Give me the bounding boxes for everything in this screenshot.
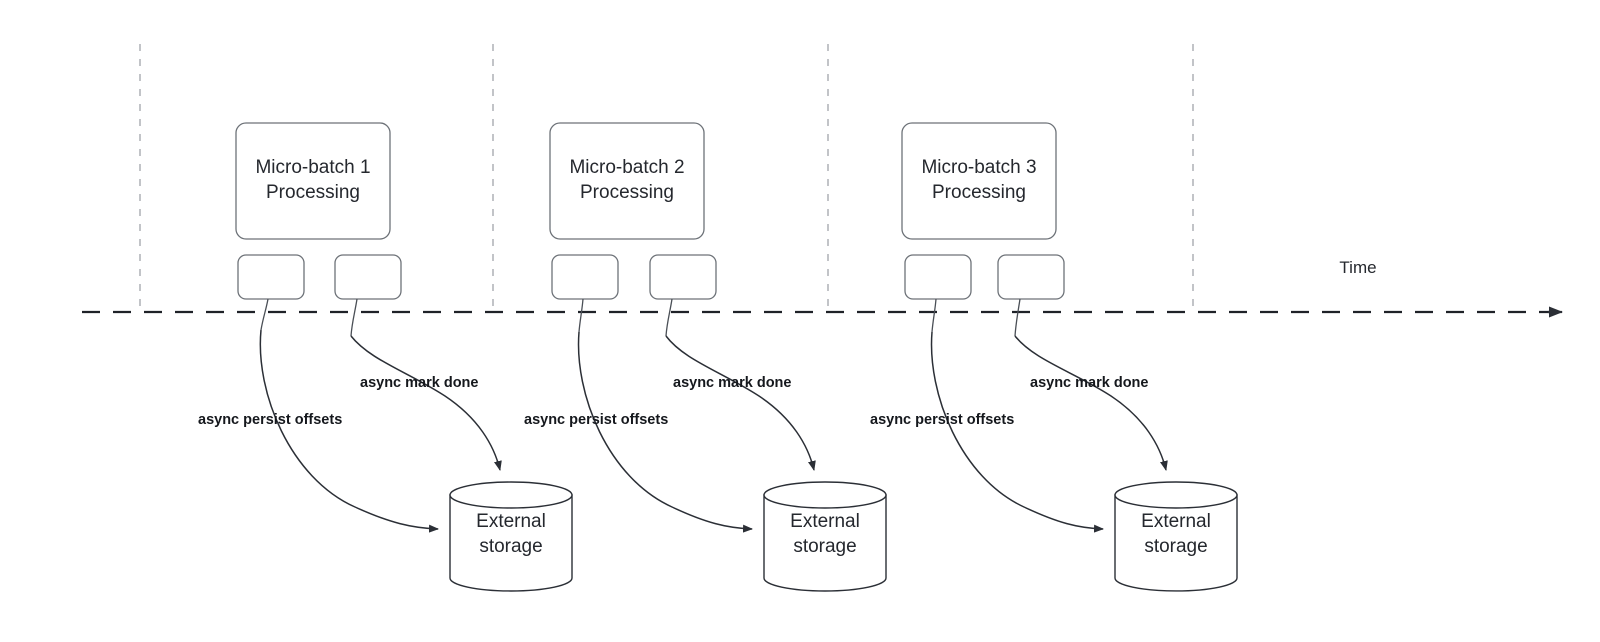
micro-batch-3-box[interactable] — [901, 122, 1057, 240]
micro-batch-3-task-a-box[interactable] — [904, 254, 972, 300]
external-storage-3-label-line1: External — [1141, 511, 1211, 532]
time-axis: Time — [82, 258, 1563, 318]
external-storage-3-body — [1114, 494, 1238, 592]
micro-batch-2-label-line1: Micro-batch 2 — [569, 157, 684, 178]
external-storage-2[interactable]: External storage — [763, 481, 887, 592]
async-mark-done-label-2: async mark done — [673, 375, 791, 391]
micro-batch-3-task-b-box[interactable] — [997, 254, 1065, 300]
micro-batch-1-box[interactable] — [235, 122, 391, 240]
micro-batch-2-task-b-box[interactable] — [649, 254, 717, 300]
async-persist-offsets-flow-3 — [930, 331, 1104, 533]
async-mark-done-flow-1 — [350, 335, 502, 471]
time-axis-label: Time — [1339, 258, 1376, 277]
micro-batch-1-task-a-stub — [260, 298, 269, 331]
async-mark-done-label-1: async mark done — [360, 375, 478, 391]
micro-batch-3-label-line1: Micro-batch 3 — [921, 157, 1036, 178]
micro-batch-3-task-b-stub — [1014, 298, 1021, 337]
async-persist-offsets-label-3: async persist offsets — [870, 412, 1014, 428]
external-storage-1-top — [449, 481, 573, 509]
micro-batch-1-task-a-box[interactable] — [237, 254, 305, 300]
micro-batch-group-2: Micro-batch 2 Processing External storag… — [524, 122, 887, 592]
external-storage-2-body — [763, 494, 887, 592]
external-storage-1[interactable]: External storage — [449, 481, 573, 592]
async-persist-offsets-flow-1 — [259, 329, 439, 533]
micro-batch-1-task-b-stub — [350, 298, 358, 337]
micro-batch-group-1: Micro-batch 1 Processing External storag… — [198, 122, 573, 592]
micro-batch-1-label-line2: Processing — [266, 182, 360, 203]
micro-batch-3-label-line2: Processing — [932, 182, 1026, 203]
micro-batch-3-task-a-stub — [931, 298, 937, 333]
async-mark-done-label-3: async mark done — [1030, 375, 1148, 391]
external-storage-1-label-line1: External — [476, 511, 546, 532]
micro-batch-group-3: Micro-batch 3 Processing External storag… — [870, 122, 1238, 592]
micro-batch-2-task-a-stub — [578, 298, 584, 333]
async-persist-offsets-label-2: async persist offsets — [524, 412, 668, 428]
micro-batch-2-task-a-box[interactable] — [551, 254, 619, 300]
external-storage-3-top — [1114, 481, 1238, 509]
micro-batch-2-task-b-stub — [665, 298, 673, 337]
external-storage-2-top — [763, 481, 887, 509]
external-storage-1-body — [449, 494, 573, 592]
external-storage-3-label-line2: storage — [1144, 536, 1207, 557]
micro-batch-1-label-line1: Micro-batch 1 — [255, 157, 370, 178]
micro-batch-2-label-line2: Processing — [580, 182, 674, 203]
micro-batch-1-task-b-box[interactable] — [334, 254, 402, 300]
async-mark-done-flow-3 — [1014, 335, 1168, 471]
async-persist-offsets-label-1: async persist offsets — [198, 412, 342, 428]
async-persist-offsets-flow-2 — [577, 331, 753, 533]
external-storage-1-label-line2: storage — [479, 536, 542, 557]
external-storage-2-label-line1: External — [790, 511, 860, 532]
micro-batch-2-box[interactable] — [549, 122, 705, 240]
external-storage-3[interactable]: External storage — [1114, 481, 1238, 592]
external-storage-2-label-line2: storage — [793, 536, 856, 557]
async-mark-done-flow-2 — [665, 335, 816, 471]
